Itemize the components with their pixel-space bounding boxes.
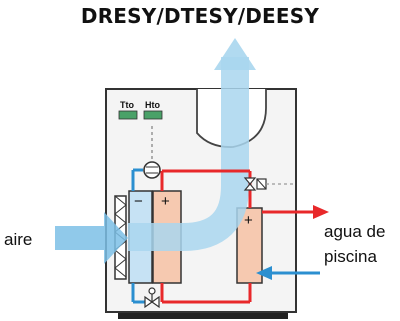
evaporator-minus-sign: −: [134, 193, 143, 210]
sensor-tto: [118, 110, 138, 120]
cold-circuit: [131, 168, 145, 304]
expansion-valve-icon: [144, 287, 160, 309]
hot-water-arrow: [313, 205, 329, 219]
water-label-line2: piscina: [324, 247, 377, 266]
airflow-curve: [128, 57, 249, 251]
condenser-plus-sign: +: [161, 193, 170, 210]
water-valve-icon: [243, 177, 267, 191]
air-inlet-arrow: [55, 212, 128, 264]
airflow-out-arrow: [214, 38, 256, 70]
cold-water-arrow: [256, 266, 272, 280]
water-condenser-plus-sign: +: [244, 212, 253, 229]
sensor-hto-label: Hto: [145, 100, 160, 110]
sensor-tto-label: Tto: [120, 100, 134, 110]
air-label: aire: [4, 230, 32, 249]
cabinet-base: [118, 312, 288, 319]
compressor-icon: [143, 161, 161, 179]
sensor-hto: [143, 110, 163, 120]
water-label-line1: agua de: [324, 222, 385, 241]
diagram-title: DRESY/DTESY/DEESY: [80, 4, 320, 28]
